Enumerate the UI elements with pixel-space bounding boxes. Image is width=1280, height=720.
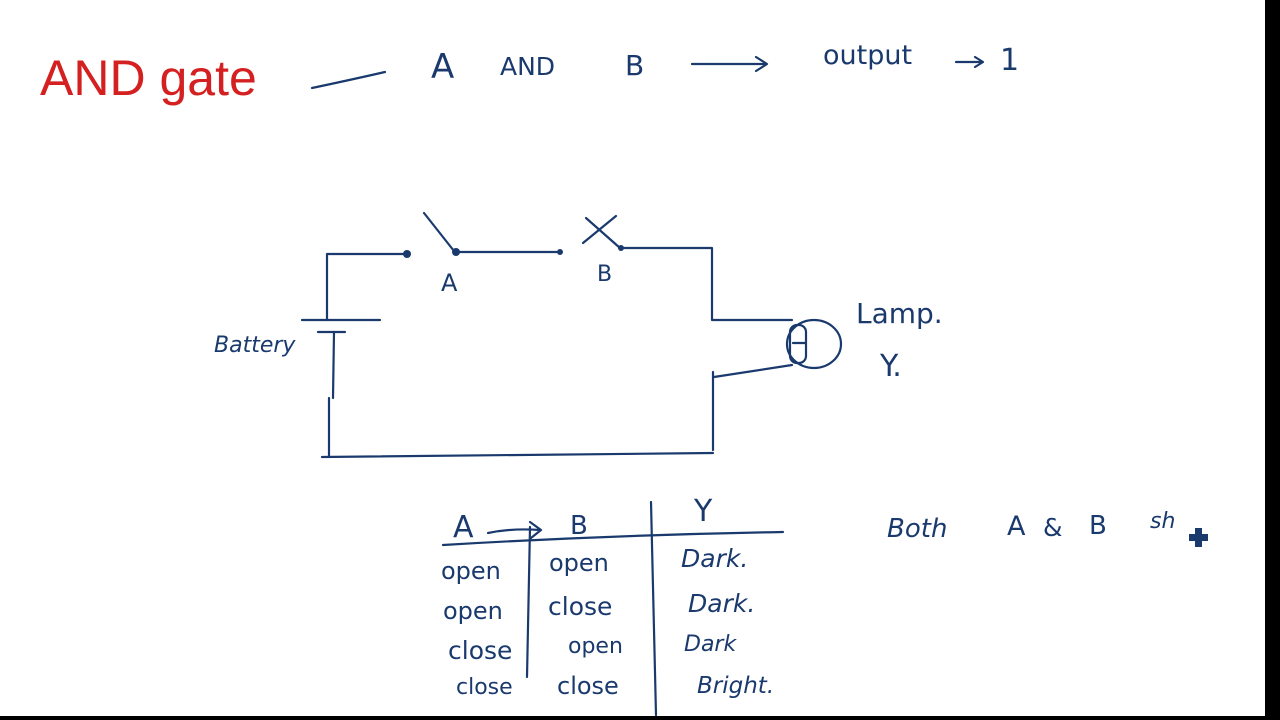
note-a: A bbox=[1007, 511, 1026, 542]
title-dash-stroke bbox=[310, 70, 387, 90]
wire-lamp-return bbox=[712, 363, 794, 379]
switch-a-left-terminal bbox=[403, 250, 411, 258]
battery-label: Battery bbox=[214, 333, 296, 358]
table-row-1-y: Dark. bbox=[681, 544, 749, 573]
switch-a-label: A bbox=[441, 269, 458, 297]
lamp-bulb bbox=[785, 318, 843, 370]
expression-output-label: output bbox=[823, 40, 913, 71]
table-row-3-a: close bbox=[448, 636, 513, 665]
note-should: sh bbox=[1150, 509, 1176, 534]
table-row-2-y: Dark. bbox=[688, 589, 756, 618]
table-header-rule bbox=[441, 530, 785, 547]
plus-cursor-icon bbox=[1189, 528, 1208, 547]
switch-b-blade bbox=[584, 216, 622, 250]
table-col-divider-2 bbox=[649, 500, 658, 716]
table-row-1-b: open bbox=[549, 549, 609, 577]
table-header-y: Y bbox=[694, 494, 713, 529]
table-header-b: B bbox=[570, 511, 588, 541]
wire-bottom bbox=[320, 451, 715, 459]
table-row-4-a: close bbox=[456, 675, 513, 700]
wire-b-to-right bbox=[618, 246, 794, 322]
wire-battery-to-a bbox=[325, 252, 408, 322]
table-row-2-b: close bbox=[548, 592, 613, 621]
switch-a-pivot bbox=[452, 248, 460, 256]
table-row-3-y: Dark bbox=[684, 632, 737, 657]
table-col-divider-1 bbox=[525, 525, 532, 679]
value-arrow-stroke bbox=[954, 55, 985, 69]
page-title: AND gate bbox=[40, 50, 257, 106]
table-header-a: A bbox=[453, 510, 474, 545]
note-b: B bbox=[1089, 511, 1107, 541]
table-header-arrow bbox=[486, 520, 543, 540]
expression-a: A bbox=[431, 47, 455, 87]
switch-b-label: B bbox=[597, 262, 613, 287]
battery-lead bbox=[331, 330, 336, 400]
switch-b-left-terminal bbox=[557, 249, 563, 255]
note-both: Both bbox=[887, 514, 948, 544]
expression-and: AND bbox=[500, 52, 556, 81]
table-row-2-a: open bbox=[443, 597, 503, 625]
lamp-label: Lamp. bbox=[856, 297, 943, 330]
table-row-3-b: open bbox=[568, 634, 623, 659]
switch-b-pivot bbox=[618, 245, 624, 251]
table-row-4-b: close bbox=[557, 672, 619, 700]
expression-b: B bbox=[625, 49, 645, 82]
table-row-4-y: Bright. bbox=[697, 673, 775, 699]
lamp-filament bbox=[788, 323, 808, 365]
table-row-1-a: open bbox=[441, 557, 501, 585]
switch-a-blade bbox=[422, 211, 456, 253]
lamp-output-label: Y. bbox=[880, 349, 902, 384]
note-ampersand: & bbox=[1043, 513, 1063, 542]
expression-output-value: 1 bbox=[1000, 43, 1020, 78]
output-arrow-stroke bbox=[690, 55, 769, 73]
switch-b-cross bbox=[581, 214, 618, 245]
